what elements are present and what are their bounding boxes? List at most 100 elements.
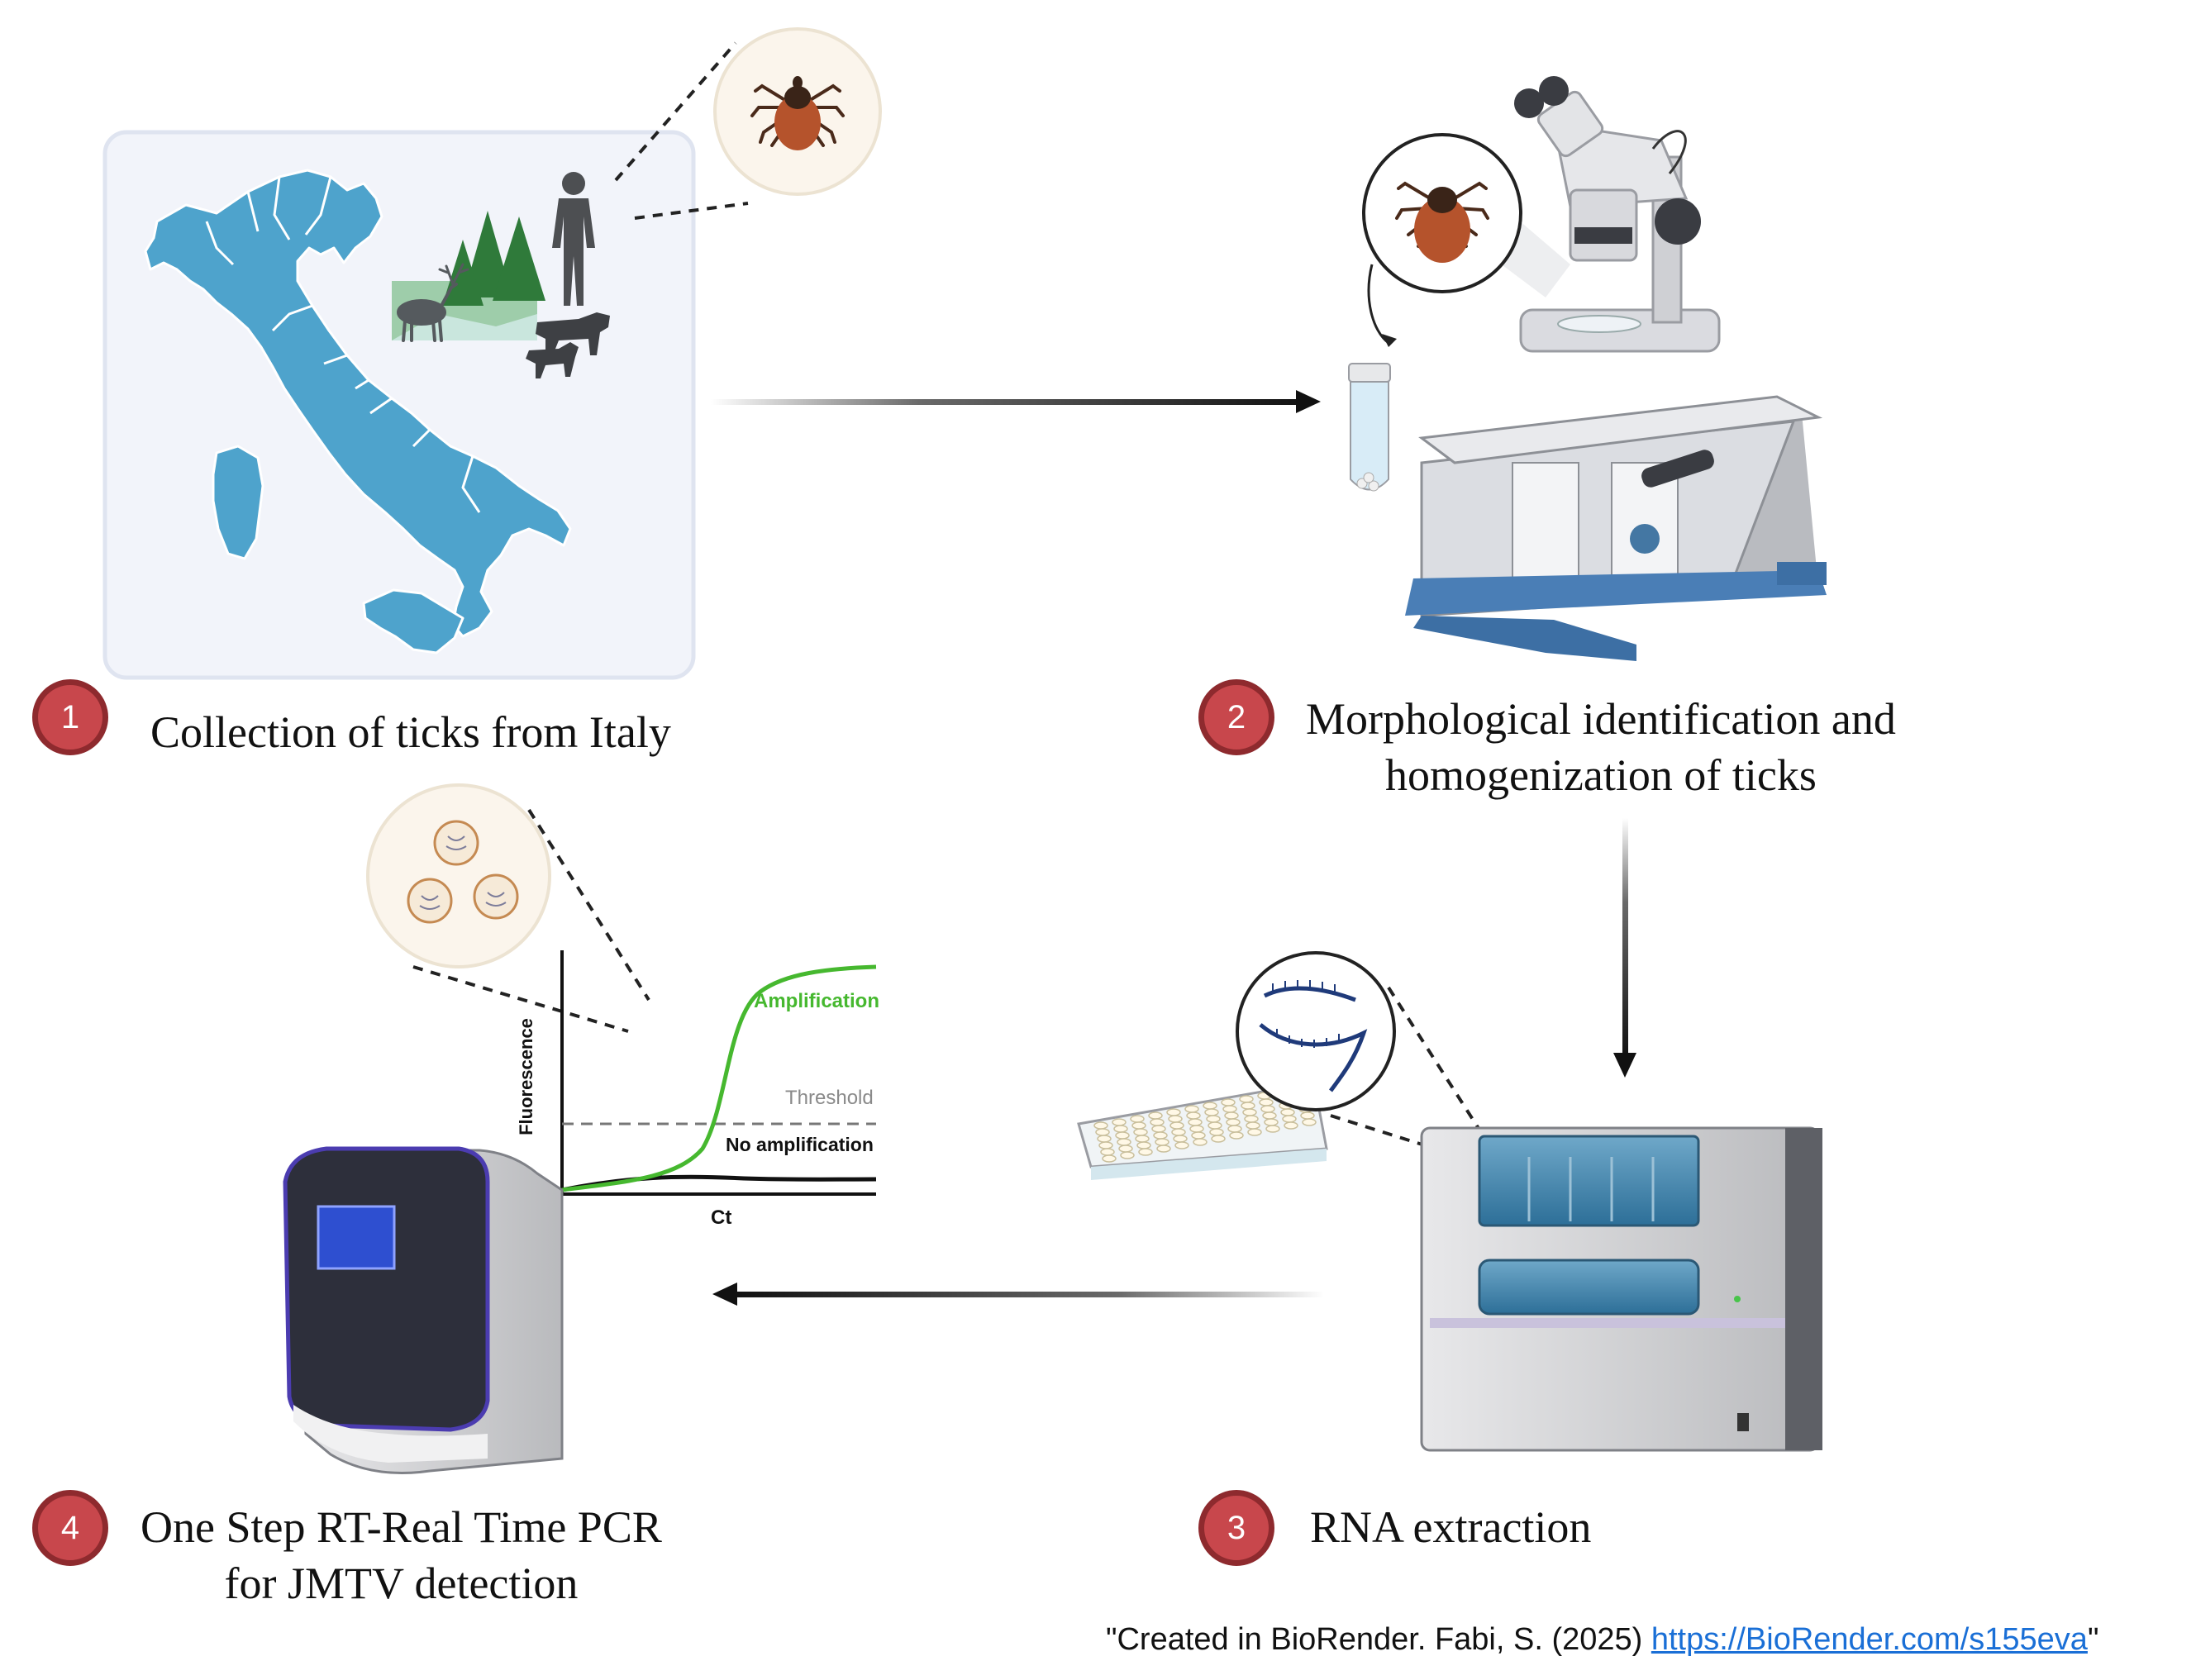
plate-well <box>1166 1108 1181 1116</box>
plate-well <box>1155 1138 1169 1146</box>
chart-xlabel: Ct <box>711 1206 732 1229</box>
plate-well <box>1097 1135 1112 1143</box>
plate-well <box>1239 1095 1254 1103</box>
plate-well <box>1221 1098 1236 1107</box>
plate-well <box>1102 1154 1117 1163</box>
plate-well <box>1247 1128 1262 1136</box>
plate-well <box>1206 1115 1221 1123</box>
plate-well <box>1169 1121 1184 1130</box>
plate-well <box>1117 1138 1131 1146</box>
plate-well <box>1191 1131 1206 1140</box>
step-badge-1: 1 <box>32 679 108 755</box>
biorender-credit: "Created in BioRender. Fabi, S. (2025) h… <box>1106 1622 2098 1658</box>
identification-panel <box>1348 76 1827 661</box>
plate-well <box>1112 1118 1127 1126</box>
plate-well <box>1135 1135 1150 1143</box>
step-label-3: RNA extraction <box>1310 1499 1591 1555</box>
plate-well <box>1148 1111 1163 1120</box>
plate-well <box>1189 1125 1204 1133</box>
pcr-machine-icon <box>283 1146 564 1474</box>
plate-well <box>1115 1131 1130 1140</box>
plate-well <box>1118 1145 1133 1153</box>
plate-well <box>1168 1115 1183 1123</box>
plate-well <box>1193 1138 1208 1146</box>
step-label-2-line-2: homogenization of ticks <box>1384 750 1817 800</box>
threshold-label: Threshold <box>785 1087 874 1109</box>
plate-well <box>1209 1128 1224 1136</box>
plate-well <box>1173 1135 1188 1143</box>
step-badge-3: 3 <box>1198 1490 1274 1566</box>
plate-well <box>1153 1131 1168 1140</box>
plate-well <box>1204 1108 1219 1116</box>
plate-well <box>1203 1102 1217 1110</box>
step-label-3-line-1: RNA extraction <box>1310 1502 1592 1552</box>
plate-well <box>1229 1131 1244 1140</box>
plate-well <box>1226 1118 1241 1126</box>
credit-suffix: " <box>2087 1622 2099 1657</box>
plate-well <box>1098 1141 1113 1149</box>
person-icon <box>552 172 595 306</box>
microscope-icon <box>1514 76 1721 353</box>
pcr-panel <box>283 783 877 1474</box>
sicily-shape <box>362 588 464 654</box>
plate-well <box>1184 1105 1199 1113</box>
plate-well <box>1300 1111 1315 1120</box>
plate-well <box>1265 1125 1280 1133</box>
plate-well <box>1302 1118 1317 1126</box>
arrow-step3-to-step4 <box>712 1283 1324 1306</box>
plate-well <box>1156 1145 1171 1153</box>
step-label-1: Collection of ticks from Italy <box>150 704 671 760</box>
plate-well <box>1138 1148 1153 1156</box>
sample-tube-icon <box>1348 363 1391 492</box>
plate-well <box>1151 1125 1166 1133</box>
step-label-1-line-1: Collection of ticks from Italy <box>150 707 671 757</box>
credit-prefix: "Created in BioRender. Fabi, S. (2025) <box>1106 1622 1651 1657</box>
plate-well <box>1222 1105 1237 1113</box>
virus-callout <box>366 783 650 1033</box>
plate-well <box>1260 1105 1275 1113</box>
arrow-step2-to-step3 <box>1613 818 1636 1078</box>
tick-icon <box>750 83 845 147</box>
rna-strand-lens <box>1236 951 1485 1138</box>
plate-well <box>1131 1121 1146 1130</box>
plate-well <box>1186 1111 1201 1120</box>
plate-well <box>1171 1128 1186 1136</box>
italy-map-panel <box>102 27 882 680</box>
credit-link[interactable]: https://BioRender.com/s155eva <box>1651 1622 2088 1657</box>
homogenizer-icon <box>1405 395 1827 661</box>
amplification-curve <box>561 964 877 1192</box>
plate-well <box>1211 1135 1226 1143</box>
chart-ylabel: Fluorescence <box>515 1018 536 1135</box>
dog-icon <box>526 312 610 378</box>
plate-well <box>1150 1118 1165 1126</box>
tick-callout <box>614 27 882 220</box>
step-badge-4: 4 <box>32 1490 108 1566</box>
rna-extraction-panel <box>1077 951 1822 1452</box>
plate-well <box>1208 1121 1222 1130</box>
plate-well <box>1244 1115 1259 1123</box>
plate-well <box>1113 1125 1128 1133</box>
arrow-step1-to-step2 <box>711 390 1321 413</box>
amplification-chart <box>560 950 877 1196</box>
rna-extractor-icon <box>1420 1126 1822 1452</box>
sardinia-shape <box>212 445 264 560</box>
plate-well <box>1133 1128 1148 1136</box>
step-label-4: One Step RT-Real Time PCR for JMTV detec… <box>141 1499 662 1611</box>
plate-well <box>1242 1108 1257 1116</box>
step-label-2: Morphological identification and homogen… <box>1306 691 1896 803</box>
plate-well <box>1100 1148 1115 1156</box>
plate-well <box>1093 1121 1108 1130</box>
plate-well <box>1136 1141 1151 1149</box>
plate-well <box>1280 1108 1295 1116</box>
plate-well <box>1227 1125 1242 1133</box>
series-label-amplification: Amplification <box>754 990 880 1012</box>
plate-well <box>1130 1115 1145 1123</box>
plate-well <box>1174 1141 1189 1149</box>
magnified-tick-lens <box>1362 133 1570 347</box>
plate-well <box>1246 1121 1260 1130</box>
step-label-2-line-1: Morphological identification and <box>1306 694 1896 744</box>
habitat-inset <box>392 172 610 378</box>
step-label-4-line-2: for JMTV detection <box>224 1559 579 1608</box>
plate-well <box>1284 1121 1298 1130</box>
plate-well <box>1224 1111 1239 1120</box>
